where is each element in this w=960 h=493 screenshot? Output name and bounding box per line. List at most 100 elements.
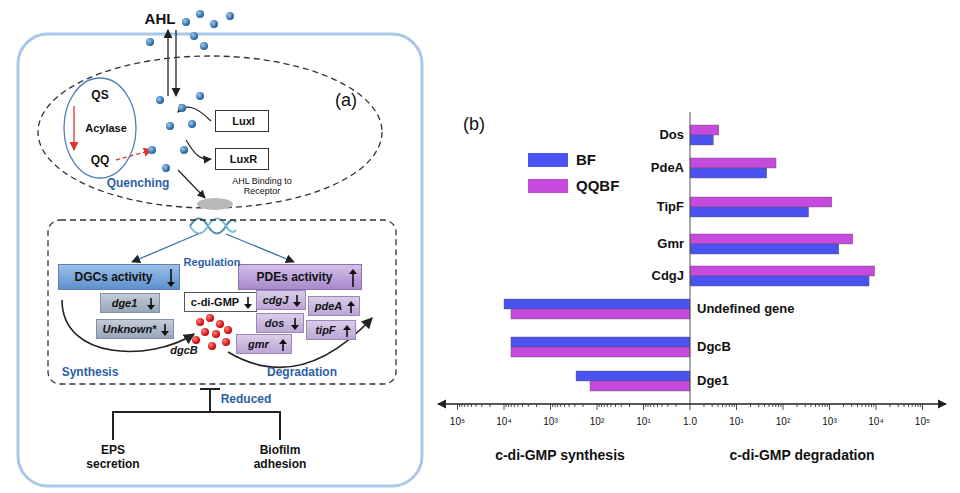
axis-tick	[597, 404, 598, 410]
axis-tick	[604, 404, 605, 407]
axis-tick	[560, 404, 561, 407]
box-label: gmr	[248, 338, 269, 350]
axis-tick	[457, 404, 458, 410]
ahl-molecule	[182, 18, 190, 26]
axis-tick	[865, 404, 866, 407]
cell-outline	[18, 34, 422, 486]
axis-tick	[717, 404, 718, 407]
cdigmp-molecule	[201, 328, 209, 336]
cdigmp-molecule	[212, 330, 220, 338]
axis-tick	[564, 404, 565, 407]
axis-tick	[476, 404, 477, 407]
box-label: pdeA	[315, 300, 343, 312]
axis-tick	[917, 404, 918, 407]
category-label: Dge1	[697, 374, 729, 389]
effect-name: Reduced	[221, 393, 272, 407]
category-label: PdeA	[651, 161, 684, 176]
axis-tick	[769, 404, 770, 407]
transport-arrow	[167, 30, 168, 96]
gene-box: gmr	[236, 334, 292, 354]
axis-tick	[862, 404, 863, 407]
dna-helix	[190, 219, 236, 234]
bracket	[113, 412, 280, 440]
bar	[504, 299, 690, 309]
gene-box: cdgJ	[256, 290, 306, 310]
bar	[511, 309, 690, 319]
bar	[690, 234, 853, 244]
axis-tick	[601, 404, 602, 407]
axis-tick	[857, 404, 858, 407]
enzyme-name: Acylase	[85, 122, 127, 135]
outcome: Biofilm adhesion	[244, 444, 316, 472]
activity-box: PDEs activity	[238, 264, 362, 290]
process-name: QS	[91, 89, 108, 103]
outcome: EPS secretion	[77, 444, 149, 472]
gene-box: dge1	[100, 293, 160, 313]
axis-tick	[555, 404, 556, 407]
process-name: Degradation	[267, 366, 337, 380]
axis-tick	[734, 404, 735, 407]
cdigmp-molecule	[196, 318, 204, 326]
gene-box: tipF	[306, 320, 356, 340]
bar	[690, 168, 767, 178]
legend-label: BF	[576, 151, 596, 168]
molecule-name: AHL	[145, 10, 176, 27]
bar	[576, 371, 690, 381]
axis-tick	[889, 404, 890, 407]
axis-tick	[667, 404, 668, 407]
axis-tick	[621, 404, 622, 407]
bar	[690, 266, 875, 276]
box-label: DGCs activity	[74, 270, 152, 284]
axis-tick	[508, 404, 509, 407]
axis-tick	[528, 404, 529, 407]
axis-tick	[464, 404, 465, 407]
gene-box: Unknown*	[96, 319, 174, 339]
axis-tick	[599, 404, 600, 407]
cdigmp-molecule	[206, 314, 214, 322]
axis-tick	[645, 404, 646, 407]
bar	[511, 347, 690, 357]
ahl-molecule	[190, 32, 198, 40]
dna-helix	[190, 219, 236, 234]
process-name: QQ	[91, 154, 110, 168]
tick-label: 10²	[590, 416, 604, 428]
axis-tick	[514, 404, 515, 407]
axis-tick	[648, 404, 649, 407]
ahl-molecule	[226, 12, 234, 20]
axis-tick	[552, 404, 553, 407]
ahl-molecule	[178, 104, 186, 112]
receptor	[197, 198, 233, 210]
cdigmp-molecule	[222, 338, 230, 346]
center-line	[690, 112, 691, 404]
cdigmp-molecule	[216, 320, 224, 328]
cdigmp-molecule	[192, 336, 200, 344]
axis-title: c-di-GMP synthesis	[495, 447, 625, 463]
axis-tick	[726, 404, 727, 407]
axis-tick	[876, 404, 877, 410]
direction-arrow	[278, 337, 288, 353]
qs-qq-arrow	[73, 106, 74, 150]
ahl-molecule	[200, 42, 208, 50]
ahl-molecule	[156, 96, 164, 104]
direction-arrow	[348, 267, 358, 289]
box-label: tipF	[315, 324, 335, 336]
molecule-box: c-di-GMP	[184, 292, 257, 312]
panel-label: (a)	[335, 90, 357, 111]
axis-tick	[796, 404, 797, 407]
tick-label: 1.0	[683, 416, 697, 428]
bar	[590, 381, 690, 391]
ahl-molecule	[196, 92, 204, 100]
bar	[690, 276, 869, 286]
tick-label: 10³	[543, 416, 557, 428]
activity-box: DGCs activity	[58, 264, 180, 290]
cdigmp-region	[48, 220, 396, 384]
axis-tick	[915, 404, 916, 407]
note: AHL Binding to Receptor	[230, 176, 294, 197]
direction-arrow	[243, 295, 253, 311]
axis-tick	[829, 404, 830, 410]
box-label: dge1	[112, 297, 138, 309]
axis-tick	[676, 404, 677, 407]
axis-tick	[490, 404, 491, 407]
bar	[690, 135, 713, 145]
tick-label: 10²	[776, 416, 790, 428]
